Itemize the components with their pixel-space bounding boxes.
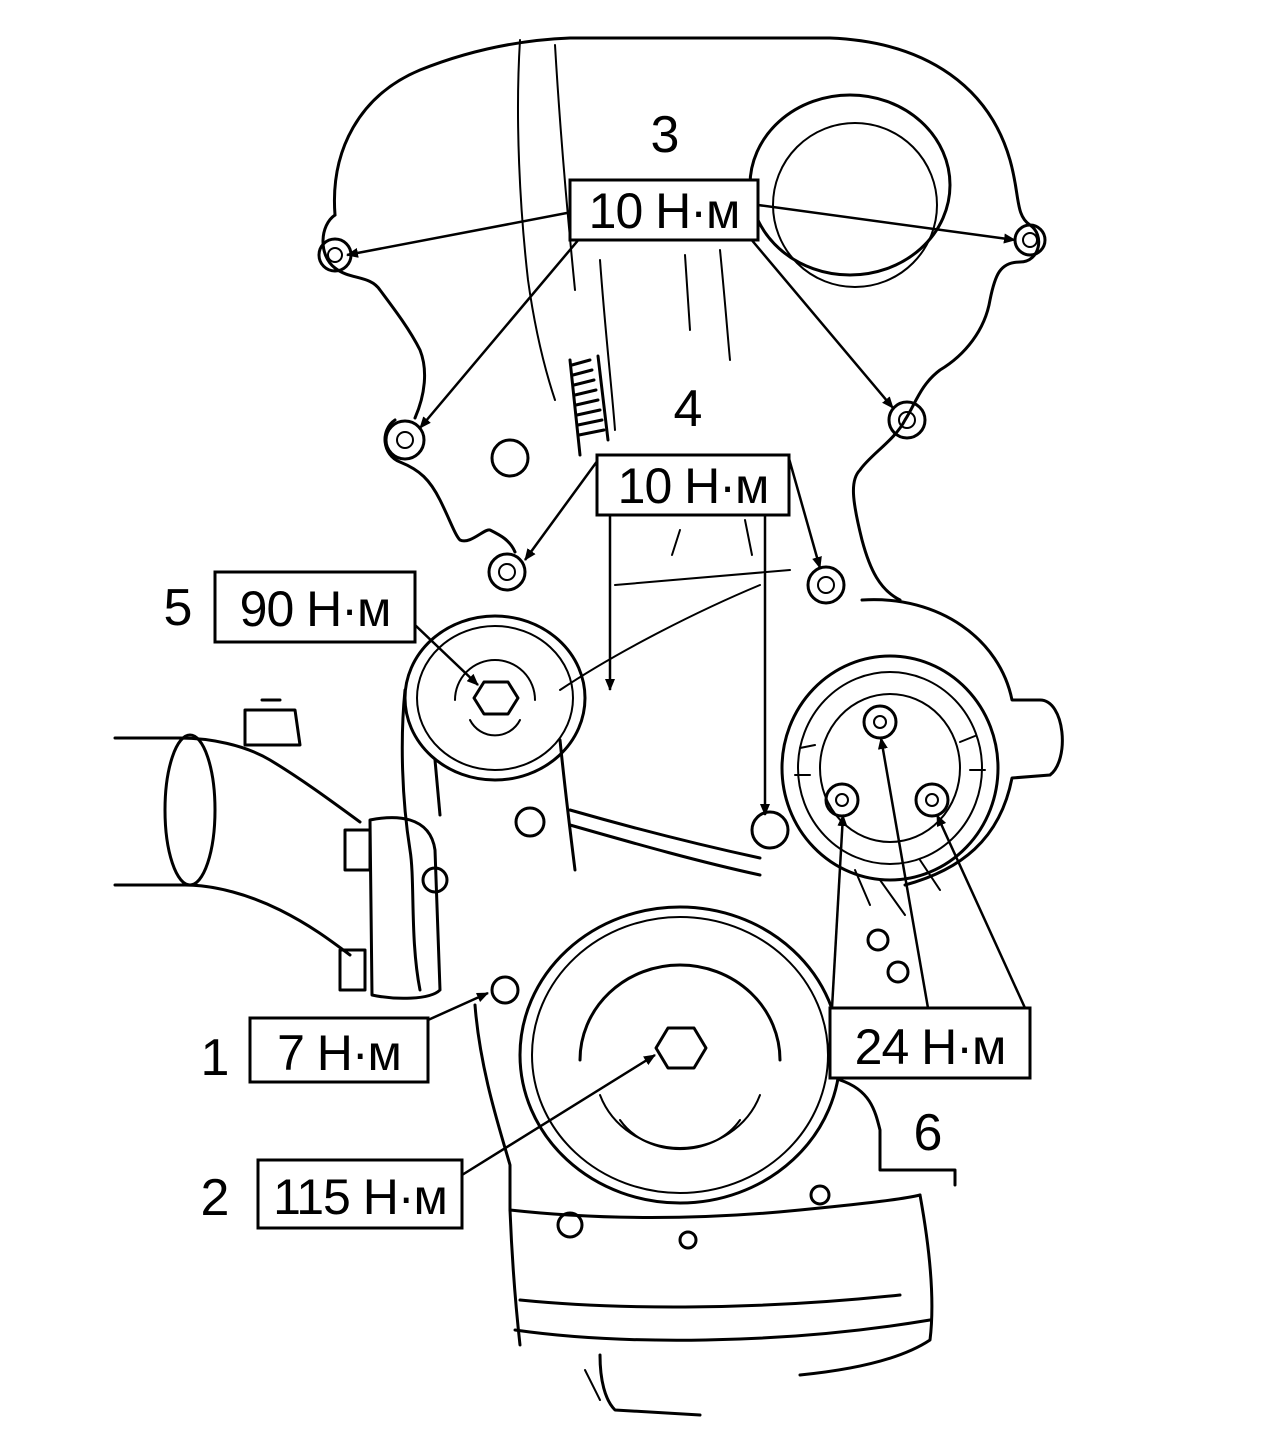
callout-2: 2 115 Н·м <box>201 1158 464 1230</box>
camshaft-pulley-outline <box>748 93 952 277</box>
cover-bolt-mid-right <box>887 400 927 440</box>
callout-4-box <box>595 453 791 517</box>
engine-block-lower <box>473 1003 957 1417</box>
callout-6-torque: 24 Н·м <box>855 1019 1006 1075</box>
callout-2-box <box>256 1158 464 1230</box>
callout-2-number: 2 <box>201 1169 230 1227</box>
callout-3: 3 10 Н·м <box>568 106 760 242</box>
leader-lines <box>346 203 1027 1177</box>
lower-cover-bolt-right <box>806 565 846 605</box>
callout-1-torque: 7 Н·м <box>277 1025 401 1081</box>
timing-cover-outline <box>332 36 1041 602</box>
callout-5-torque: 90 Н·м <box>240 581 391 637</box>
coolant-outlet-pipe <box>113 698 546 1005</box>
callout-5-box <box>213 570 417 644</box>
callout-1: 1 7 Н·м <box>201 1016 430 1087</box>
callout-1-box <box>248 1016 430 1084</box>
tensioner-spring <box>568 354 610 457</box>
callout-4-torque: 10 Н·м <box>618 458 769 514</box>
callout-3-number: 3 <box>651 106 680 164</box>
callout-1-number: 1 <box>201 1029 230 1087</box>
lower-cover-bolt-left <box>487 552 527 592</box>
cover-bolt-upper-right <box>1013 223 1047 257</box>
callout-2-torque: 115 Н·м <box>273 1169 447 1225</box>
engine-drawing <box>113 36 1064 1417</box>
callout-4-number: 4 <box>674 380 703 438</box>
callout-6-number: 6 <box>914 1104 943 1162</box>
idler-pulley <box>400 614 587 992</box>
callout-5-number: 5 <box>164 579 193 637</box>
callout-4: 4 10 Н·м <box>595 380 791 517</box>
callout-6: 6 24 Н·м <box>828 1006 1032 1162</box>
callout-6-box <box>828 1006 1032 1080</box>
water-pump-pulley <box>750 598 1064 984</box>
callout-5: 5 90 Н·м <box>164 570 417 644</box>
crankshaft-pulley <box>518 905 842 1205</box>
callout-3-torque: 10 Н·м <box>589 183 740 239</box>
cover-bolt-mid-left <box>384 419 426 461</box>
callout-3-box <box>568 178 760 242</box>
